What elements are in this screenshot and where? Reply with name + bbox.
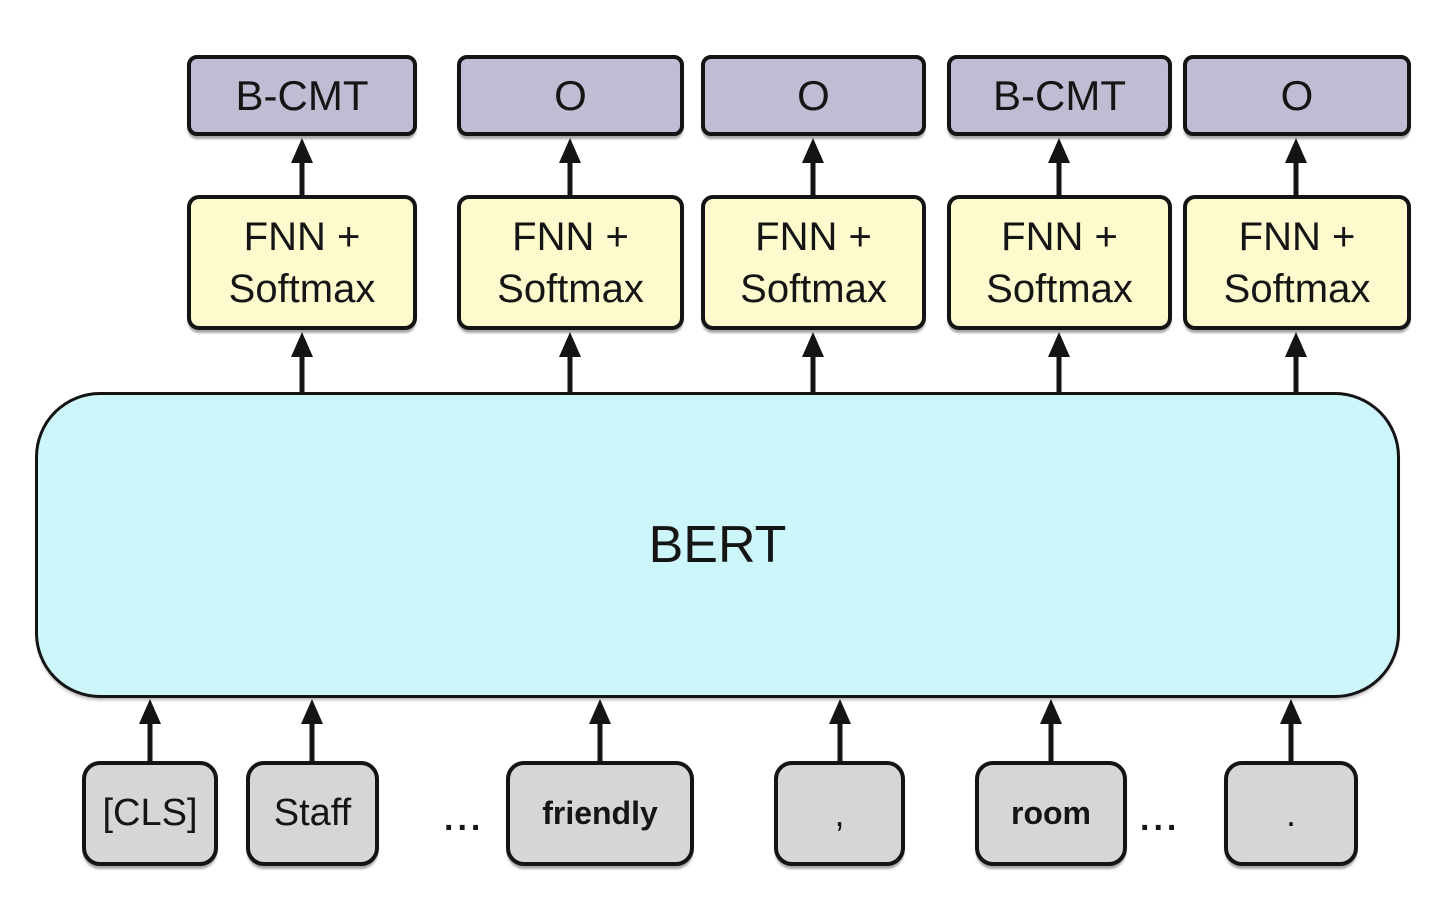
bert-encoder-box: BERT — [35, 392, 1400, 698]
output-tag-label: B-CMT — [993, 71, 1126, 119]
flow-arrow-icon — [802, 332, 824, 393]
token-label: [CLS] — [102, 792, 198, 834]
flow-arrow-icon — [1048, 138, 1070, 196]
output-tag-box: B-CMT — [187, 55, 417, 136]
classifier-line1: FNN + — [1001, 214, 1118, 259]
token-label: . — [1285, 792, 1296, 834]
classifier-label: FNN + Softmax — [497, 211, 644, 315]
flow-arrow-icon — [1285, 138, 1307, 196]
ellipsis-text: ... — [1140, 800, 1181, 838]
bert-label: BERT — [648, 516, 787, 574]
token-box: Staff — [246, 761, 379, 866]
classifier-line2: Softmax — [228, 266, 376, 311]
output-tag-box: O — [457, 55, 684, 136]
classifier-label: FNN + Softmax — [1224, 211, 1371, 315]
flow-arrow-icon — [139, 699, 161, 762]
classifier-line1: FNN + — [755, 214, 872, 259]
token-label: friendly — [542, 795, 658, 831]
classifier-line1: FNN + — [243, 214, 361, 259]
flow-arrow-icon — [589, 699, 611, 762]
classifier-box: FNN + Softmax — [947, 195, 1172, 330]
classifier-box: FNN + Softmax — [1183, 195, 1411, 330]
token-box: . — [1224, 761, 1358, 866]
classifier-label: FNN + Softmax — [986, 211, 1133, 315]
classifier-line2: Softmax — [986, 266, 1133, 311]
flow-arrow-icon — [559, 138, 581, 196]
classifier-line2: Softmax — [497, 266, 644, 311]
classifier-box: FNN + Softmax — [457, 195, 684, 330]
flow-arrow-icon — [1285, 332, 1307, 393]
flow-arrow-icon — [1280, 699, 1302, 762]
output-tag-box: B-CMT — [947, 55, 1172, 136]
flow-arrow-icon — [802, 138, 824, 196]
classifier-line1: FNN + — [1238, 214, 1356, 259]
output-tag-label: O — [797, 71, 830, 119]
token-box: friendly — [506, 761, 694, 866]
classifier-box: FNN + Softmax — [187, 195, 417, 330]
flow-arrow-icon — [829, 699, 851, 762]
token-label: Staff — [273, 792, 352, 834]
classifier-label: FNN + Softmax — [740, 211, 887, 315]
ellipsis-text: ... — [444, 800, 485, 838]
flow-arrow-icon — [1040, 699, 1062, 762]
classifier-label: FNN + Softmax — [229, 211, 376, 315]
output-tag-box: O — [701, 55, 926, 136]
classifier-box: FNN + Softmax — [701, 195, 926, 330]
flow-arrow-icon — [301, 699, 323, 762]
classifier-line2: Softmax — [740, 266, 887, 311]
classifier-line1: FNN + — [512, 214, 629, 259]
flow-arrow-icon — [291, 332, 313, 393]
token-box: room — [975, 761, 1127, 866]
output-tag-label: O — [1280, 71, 1314, 119]
token-box: , — [774, 761, 905, 866]
output-tag-label: B-CMT — [235, 71, 369, 119]
classifier-line2: Softmax — [1223, 266, 1371, 311]
flow-arrow-icon — [291, 138, 313, 196]
flow-arrow-icon — [559, 332, 581, 393]
token-box: [CLS] — [82, 761, 218, 866]
output-tag-box: O — [1183, 55, 1411, 136]
token-label: , — [834, 792, 845, 834]
token-label: room — [1011, 795, 1091, 831]
flow-arrow-icon — [1048, 332, 1070, 393]
output-tag-label: O — [554, 71, 587, 119]
